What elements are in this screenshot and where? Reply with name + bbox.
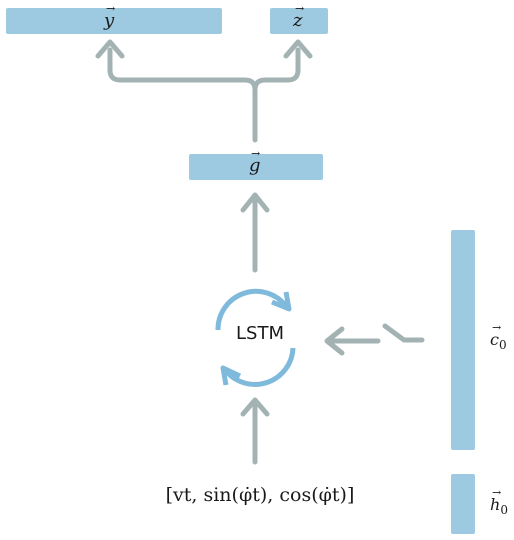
lstm-loop-arrowhead-bottom [220, 365, 242, 386]
output-z-label: z [293, 3, 305, 30]
lstm-loop-arrowhead-top [271, 291, 292, 312]
arrowhead-lstm-right [324, 326, 345, 356]
lstm-loop-arc-bottom [224, 347, 296, 387]
branch-arrow-to-y [107, 47, 258, 143]
initial-c0-box [451, 230, 475, 450]
lstm-cell-label: LSTM [236, 323, 284, 344]
branch-arrow-to-z [252, 47, 301, 93]
initial-h0-box [451, 474, 475, 534]
arrowhead-g [240, 192, 270, 213]
arrowhead-y [95, 39, 125, 59]
c0-symbol: c [490, 330, 499, 349]
arrowhead-lstm-bottom [240, 397, 270, 417]
h0-subscript: 0 [500, 503, 508, 518]
c0-subscript: 0 [498, 338, 507, 353]
arrowhead-z [283, 39, 313, 59]
output-y-label: y [104, 3, 115, 30]
h0-symbol: h [490, 495, 500, 514]
initial-c0-label: c0 [490, 330, 507, 352]
initial-h0-label: h0 [490, 495, 508, 517]
input-formula: [vt, sin(φ̇t), cos(φ̇t)] [165, 484, 355, 506]
lstm-loop-arc-top [215, 288, 288, 331]
switch-symbol [382, 323, 425, 343]
hidden-g-label: g [249, 148, 261, 175]
